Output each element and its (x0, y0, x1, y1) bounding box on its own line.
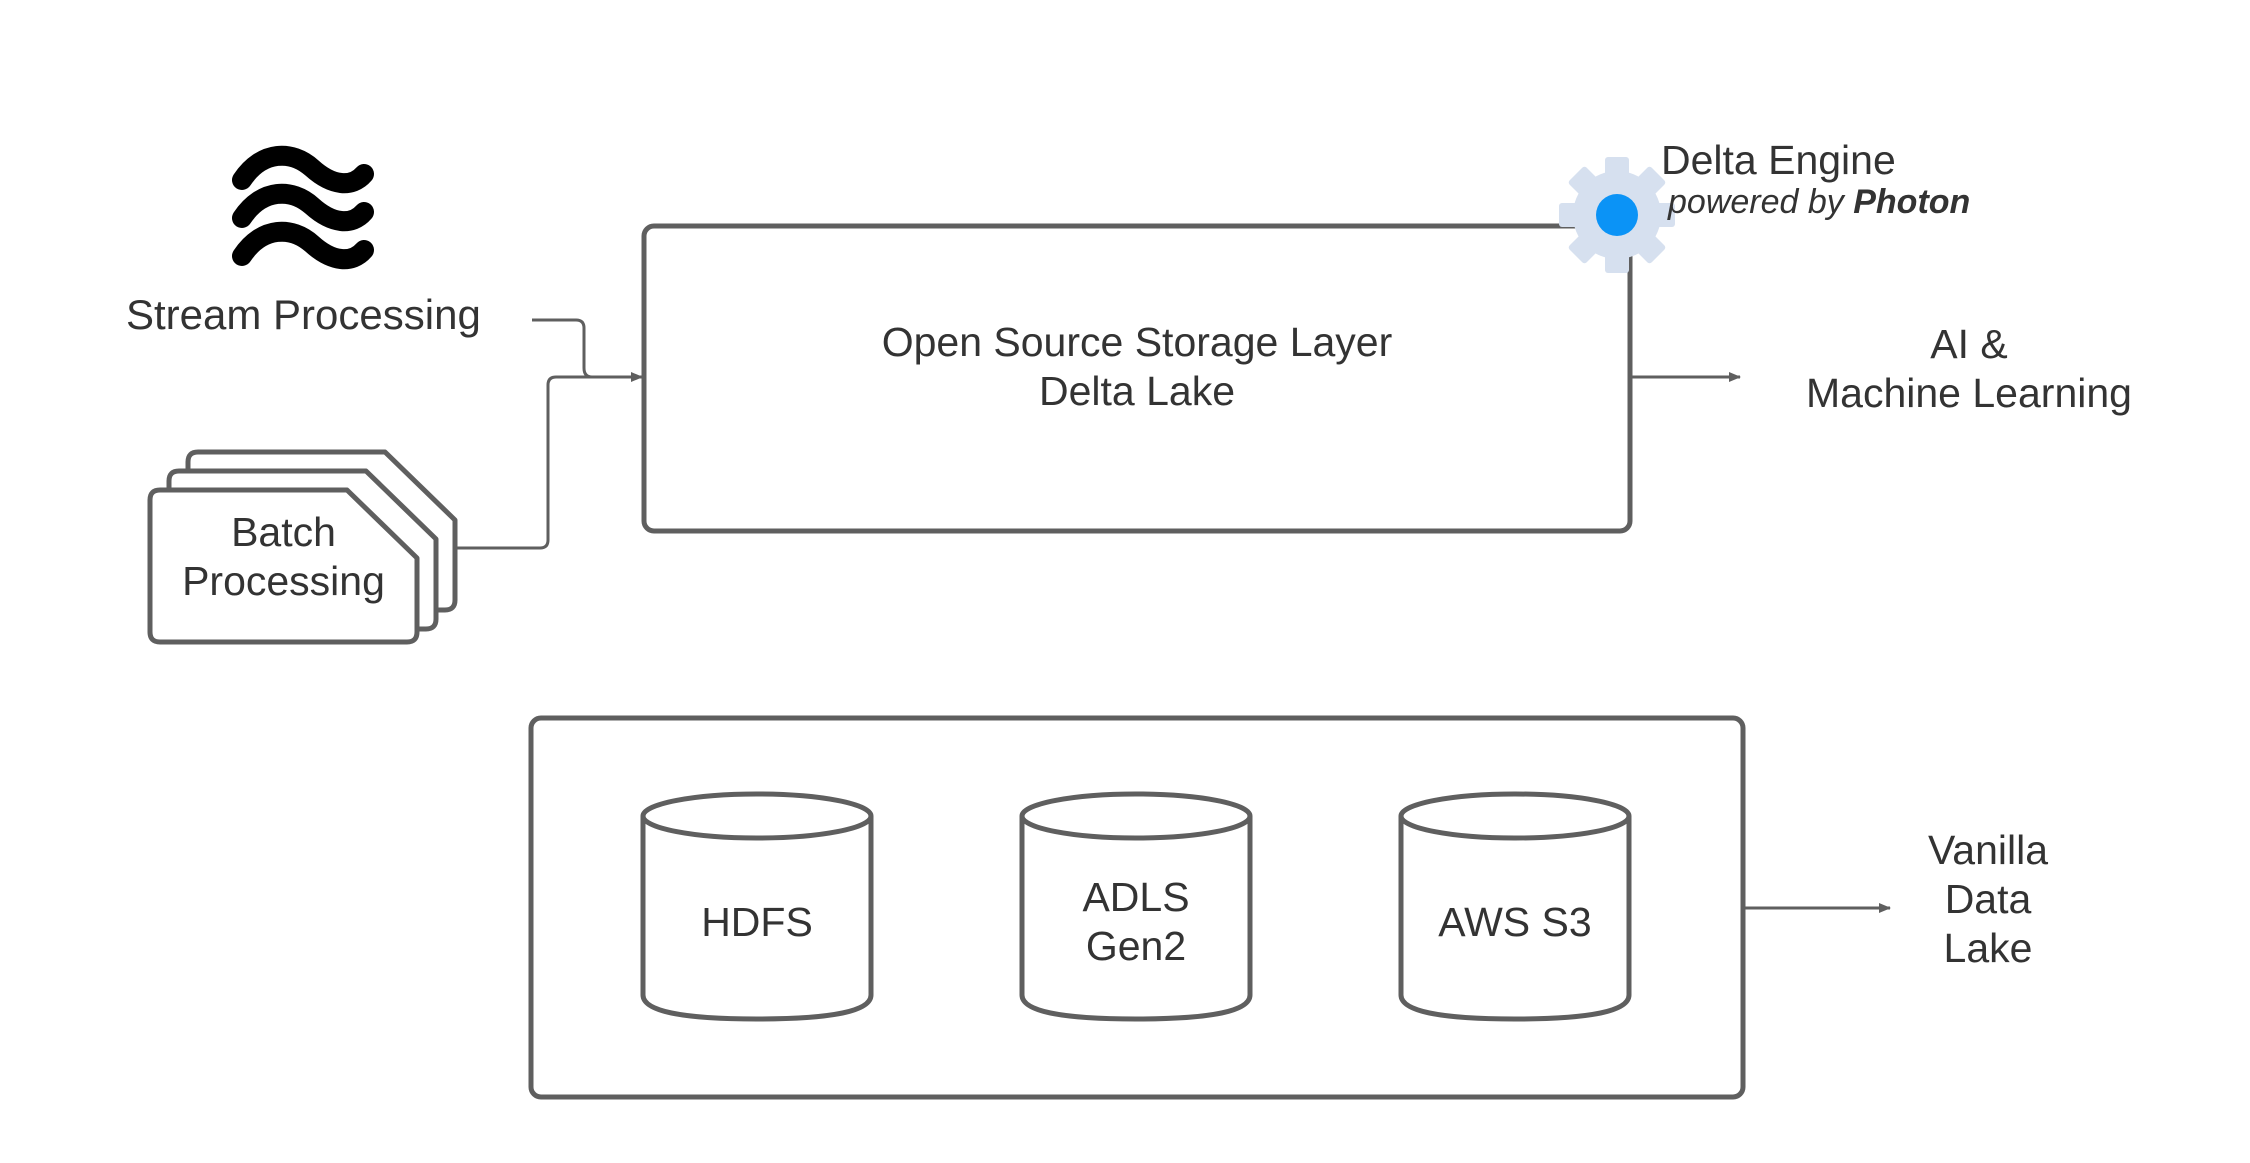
cylinder-hdfs (640, 791, 874, 1022)
vanilla-data-lake-label: Vanilla Data Lake (1888, 826, 2088, 974)
storage-layer-subtitle: Delta Lake (1038, 368, 1235, 415)
hdfs-label-line1: HDFS (701, 899, 813, 945)
batch-label-line2: Processing (182, 558, 385, 605)
photon-brand: Photon (1853, 183, 1971, 221)
aws-s3-label-line1: AWS S3 (1438, 899, 1592, 945)
waves-icon (232, 145, 374, 270)
vanilla-line3: Lake (1943, 925, 2033, 972)
ai-label-line1: AI & (1930, 321, 2008, 367)
ai-label-line2: Machine Learning (1806, 370, 2132, 417)
storage-layer-title: Open Source Storage Layer (881, 319, 1393, 365)
gear-icon (1559, 157, 1675, 273)
vanilla-line2: Data (1944, 876, 2032, 923)
ai-ml-label: AI & Machine Learning (1769, 320, 2169, 418)
stacked-cards-icon (147, 449, 458, 645)
adls-label: ADLS Gen2 (1022, 873, 1250, 971)
storage-layer-label: Open Source Storage Layer Delta Lake (644, 318, 1630, 416)
gear-center-dot (1596, 194, 1638, 236)
vanilla-line1: Vanilla (1927, 827, 2049, 873)
cylinder-adls (1019, 791, 1253, 1022)
connector-batch-to-storage (456, 375, 600, 550)
batch-processing-label: Batch Processing (150, 508, 417, 606)
adls-label-line1: ADLS (1082, 874, 1190, 920)
powered-by-text: powered by (1668, 183, 1844, 221)
adls-label-line2: Gen2 (1085, 923, 1187, 970)
delta-engine-subtitle: powered by Photon (1668, 182, 1970, 223)
cylinder-aws-s3 (1398, 791, 1632, 1022)
aws-s3-label: AWS S3 (1401, 898, 1629, 947)
stream-processing-label: Stream Processing (126, 291, 481, 338)
connector-stream-to-storage (532, 318, 643, 382)
batch-label-line1: Batch (231, 509, 336, 555)
batch-card-front (147, 487, 420, 645)
delta-engine-title: Delta Engine (1661, 137, 1896, 183)
hdfs-label: HDFS (643, 898, 871, 947)
